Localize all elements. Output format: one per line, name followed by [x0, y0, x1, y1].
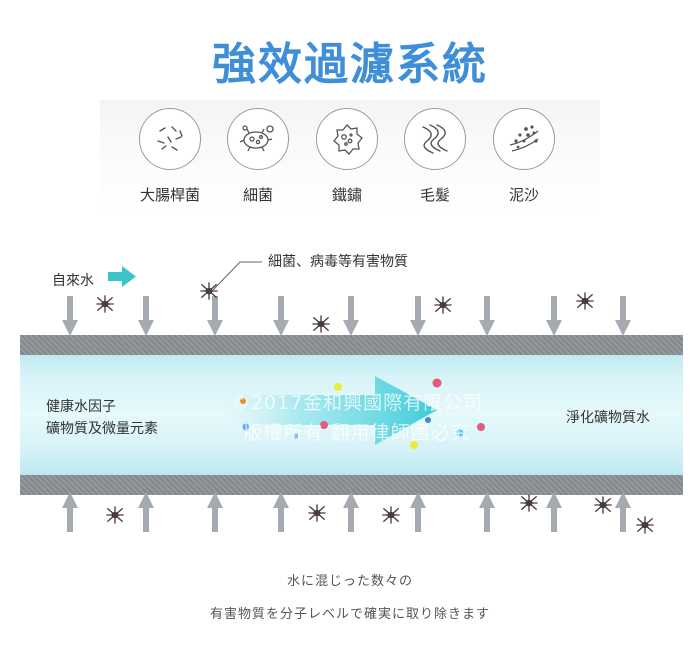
- callout-line: [212, 261, 262, 291]
- callout-label: 細菌、病毒等有害物質: [268, 254, 408, 270]
- rust-icon: [316, 108, 378, 170]
- watermark-line-1: ©2017金和興國際有限公司: [230, 392, 484, 414]
- sediment-icon: [493, 108, 555, 170]
- icon-item-sediment: 泥沙: [474, 108, 574, 205]
- hair-icon: [404, 108, 466, 170]
- icon-label-rust: 鐵鏽: [331, 186, 362, 204]
- inlet-label: 自來水: [52, 273, 94, 289]
- bacteria-icon: [227, 108, 289, 170]
- top-pressure-arrows: [62, 296, 631, 336]
- germs-top: [96, 282, 594, 333]
- mineral-label: 礦物質及微量元素: [46, 421, 158, 437]
- caption-line-1: 水に混じった数々の: [286, 574, 413, 589]
- mineral-particles: [240, 378, 485, 449]
- watermark: ©2017金和興國際有限公司 版權所有 翻用律師團必究: [192, 388, 522, 448]
- inlet-arrow: [108, 266, 136, 287]
- page-title: 強效過濾系統: [212, 39, 488, 90]
- watermark-line-2: 版權所有 翻用律師團必究: [243, 422, 471, 444]
- icon-item-e-coli: 大腸桿菌: [120, 108, 220, 205]
- pipe-top-wall: [20, 335, 683, 355]
- icon-item-hair: 毛髮: [385, 108, 485, 205]
- right-water-text: 淨化礦物質水: [566, 410, 650, 426]
- icon-label-sediment: 泥沙: [508, 186, 539, 204]
- icon-item-bacteria: 細菌: [208, 108, 308, 205]
- health-factor-label: 健康水因子: [46, 399, 116, 415]
- caption-line-2: 有害物質を分子レベルで確実に取り除きます: [209, 607, 490, 622]
- germs-bottom: [106, 494, 654, 534]
- icon-item-rust: 鐵鏽: [297, 108, 397, 205]
- e-coli-icon: [139, 108, 201, 170]
- bottom-pressure-arrows: [62, 492, 631, 532]
- icon-label-bacteria: 細菌: [242, 186, 273, 204]
- icon-label-hair: 毛髮: [419, 186, 450, 204]
- pipe-bottom-wall: [20, 475, 683, 495]
- icon-label-e-coli: 大腸桿菌: [139, 186, 200, 204]
- left-water-text: 健康水因子 礦物質及微量元素: [46, 396, 158, 440]
- flow-arrow: [225, 376, 437, 445]
